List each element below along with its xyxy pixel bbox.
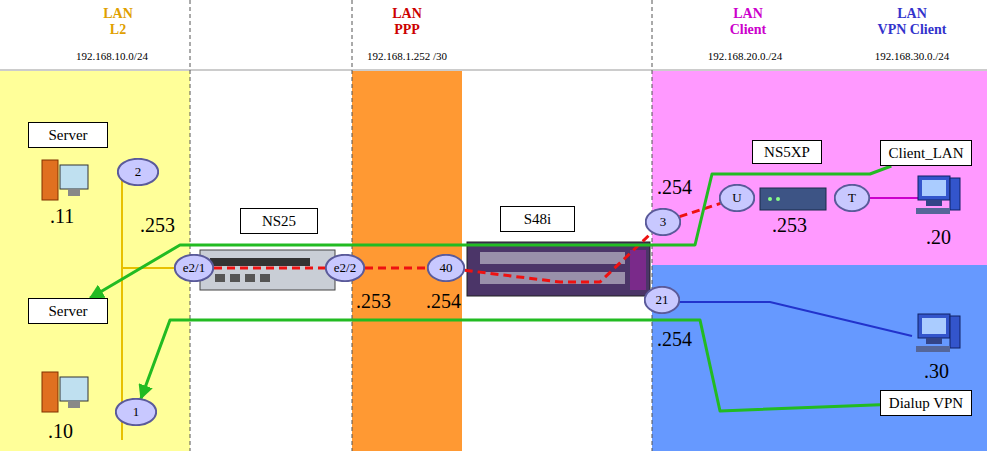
- port-circle: U: [719, 184, 755, 212]
- header-rule: [0, 70, 987, 71]
- device-label-box: S48i: [500, 206, 575, 232]
- port-number: e2/1: [183, 261, 205, 275]
- circle-shape: [646, 209, 681, 235]
- port-number: 1: [133, 405, 140, 419]
- circle-shape: [428, 255, 464, 281]
- pc-icon: [916, 314, 960, 352]
- traffic-flow-arrow: [90, 166, 891, 298]
- circle-shape: [326, 255, 364, 281]
- host-address: .11: [50, 205, 74, 227]
- ppp-link: [680, 203, 721, 216]
- port-circle: T: [834, 184, 870, 212]
- port-number: 3: [660, 215, 667, 229]
- port-circle: 3: [645, 208, 681, 236]
- port-number: 40: [440, 261, 453, 275]
- circle-shape: [720, 185, 755, 211]
- host-address: .253: [772, 214, 807, 236]
- port-number: U: [732, 191, 741, 205]
- server-icon: [42, 160, 88, 200]
- vpn-region: [652, 265, 987, 451]
- ppp-link: [214, 267, 325, 270]
- node-title: S48i: [524, 211, 552, 228]
- host-label-box: Dialup VPN: [880, 390, 972, 416]
- divider-line: [190, 0, 191, 451]
- lan-bus: [122, 267, 176, 269]
- subnet-label: 192.168.10.0/24: [76, 50, 148, 62]
- ppp-link: [465, 233, 652, 282]
- port-circle: 2: [117, 158, 159, 186]
- lan-bus: [121, 165, 123, 440]
- traffic-flow-arrow: [141, 320, 880, 411]
- l2-region: [0, 71, 190, 451]
- zone-title: LAN: [392, 6, 422, 21]
- host-address: .253: [140, 214, 175, 236]
- divider-line: [352, 0, 353, 451]
- port-number: e2/2: [334, 261, 356, 275]
- port-circle: e2/2: [325, 254, 365, 282]
- node-title: Server: [48, 127, 87, 144]
- node-title: Dialup VPN: [889, 395, 963, 412]
- host-address: .10: [48, 420, 73, 442]
- pc-icon: [916, 176, 960, 214]
- ppp-region: [352, 71, 462, 451]
- zone-title: L2: [110, 22, 126, 37]
- port-circle: 40: [427, 254, 465, 282]
- firewall-device: [760, 188, 826, 210]
- zone-title: LAN: [103, 6, 133, 21]
- circle-shape: [645, 287, 680, 313]
- circle-shape: [175, 255, 213, 281]
- host-address: .254: [657, 176, 692, 198]
- port-circle: e2/1: [174, 254, 214, 282]
- port-number: 21: [656, 293, 669, 307]
- subnet-label: 192.168.1.252 /30: [367, 50, 447, 62]
- host-address: .30: [924, 360, 949, 382]
- zone-title: PPP: [394, 22, 420, 37]
- zone-title: LAN: [733, 6, 763, 21]
- subnet-label: 192.168.20.0./24: [708, 50, 783, 62]
- firewall-device: [200, 250, 335, 290]
- node-title: NS5XP: [764, 144, 810, 161]
- port-number: 2: [135, 165, 142, 179]
- host-address: .254: [657, 328, 692, 350]
- circle-shape: [118, 159, 158, 185]
- zone-title: LAN: [897, 6, 927, 21]
- host-label-box: Client_LAN: [880, 140, 972, 166]
- device-label-box: NS25: [240, 208, 318, 234]
- server-label-box: Server: [28, 122, 108, 148]
- port-circle: 21: [644, 286, 680, 314]
- zone-title: VPN Client: [878, 22, 947, 37]
- subnet-label: 192.168.30.0./24: [875, 50, 950, 62]
- node-title: Client_LAN: [889, 145, 964, 162]
- switch-device: [467, 242, 650, 296]
- port-circle: 1: [115, 398, 157, 426]
- circle-shape: [116, 399, 156, 425]
- host-address: .20: [926, 226, 951, 248]
- circle-shape: [835, 185, 870, 211]
- lan-wire: [680, 302, 912, 336]
- node-title: Server: [48, 303, 87, 320]
- client-region: [652, 71, 987, 265]
- zone-title: Client: [730, 22, 767, 37]
- device-label-box: NS5XP: [752, 140, 822, 164]
- host-address: .254: [426, 290, 461, 312]
- server-icon: [42, 372, 88, 412]
- host-address: .253: [356, 290, 391, 312]
- server-label-box: Server: [28, 298, 108, 324]
- port-number: T: [848, 191, 856, 205]
- lan-wire: [870, 197, 918, 199]
- node-title: NS25: [262, 213, 296, 230]
- ppp-link: [365, 267, 427, 270]
